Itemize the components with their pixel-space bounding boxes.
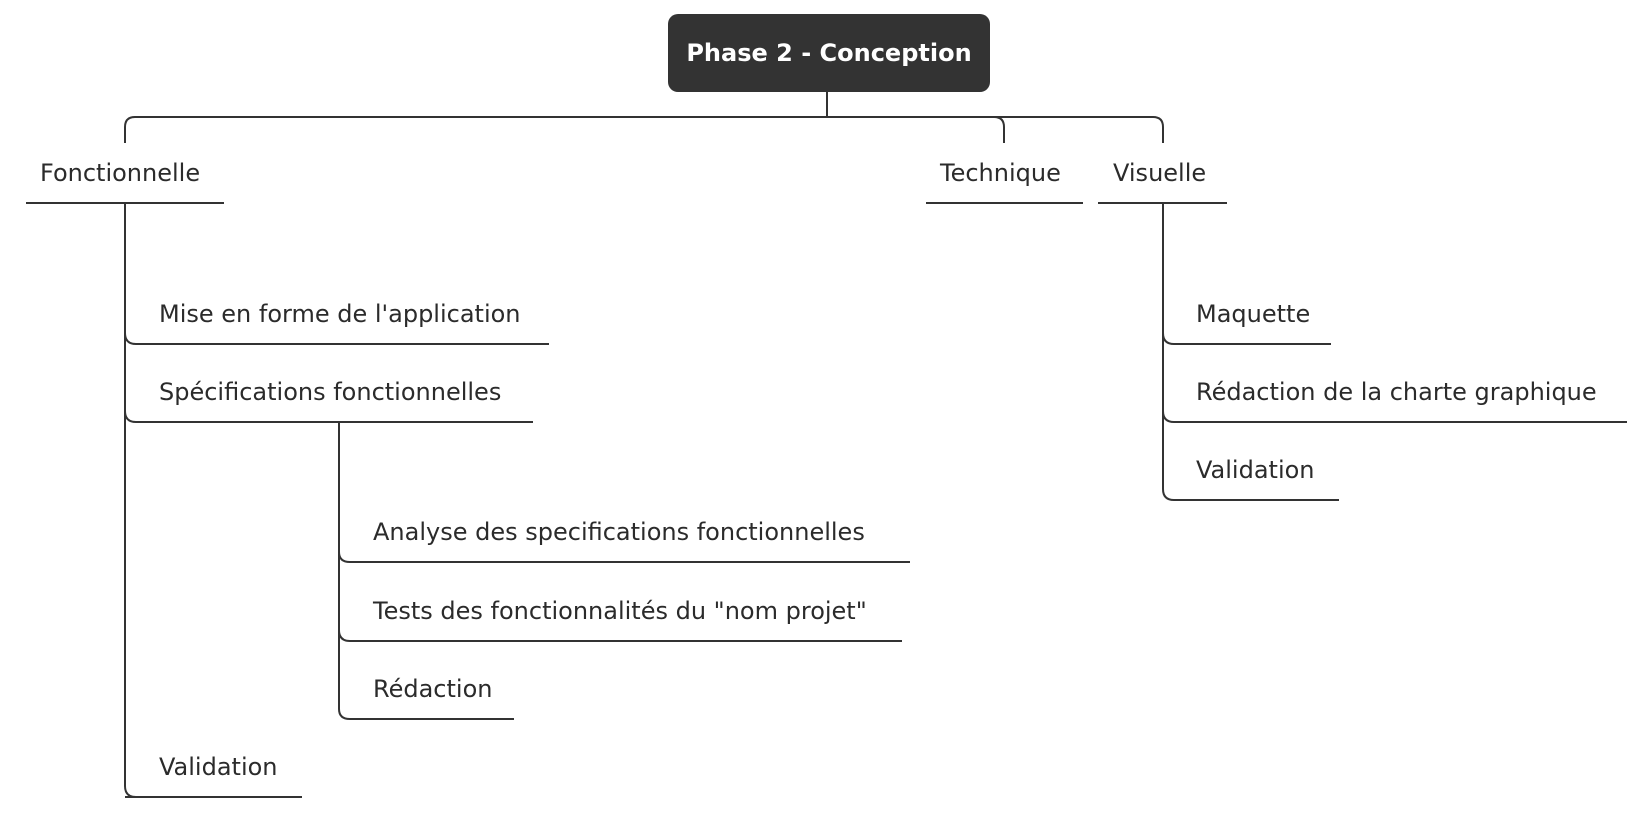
subtopic-validation-fonctionnelle[interactable]: Validation [159,753,278,781]
connector-tests [338,629,902,642]
branch-fonctionnelle[interactable]: Fonctionnelle [40,159,201,187]
connector-analyse [338,551,910,563]
branch-visuelle[interactable]: Visuelle [1113,159,1207,187]
branch-connector-technique [827,116,1005,143]
spine-specifications [338,422,514,720]
branch-technique[interactable]: Technique [940,159,1061,187]
connector-specifications [124,410,533,423]
subtopic-specifications[interactable]: Spécifications fonctionnelles [159,378,502,406]
spine-visuelle [1162,203,1339,501]
connector-mise-en-forme [124,332,549,345]
connector-charte [1162,410,1627,423]
root-topic[interactable]: Phase 2 - Conception [668,14,990,92]
branch-connector-fonctionnelle [124,116,827,143]
spine-fonctionnelle [124,203,302,798]
subtopic-redaction[interactable]: Rédaction [373,675,493,703]
connector-maquette [1162,332,1331,345]
branch-connector-visuelle [827,116,1164,143]
subtopic-validation-visuelle[interactable]: Validation [1196,456,1315,484]
subtopic-mise-en-forme[interactable]: Mise en forme de l'application [159,300,521,328]
subtopic-tests[interactable]: Tests des fonctionnalités du "nom projet… [373,597,867,625]
subtopic-analyse[interactable]: Analyse des specifications fonctionnelle… [373,518,865,546]
subtopic-charte-graphique[interactable]: Rédaction de la charte graphique [1196,378,1597,406]
subtopic-maquette[interactable]: Maquette [1196,300,1311,328]
